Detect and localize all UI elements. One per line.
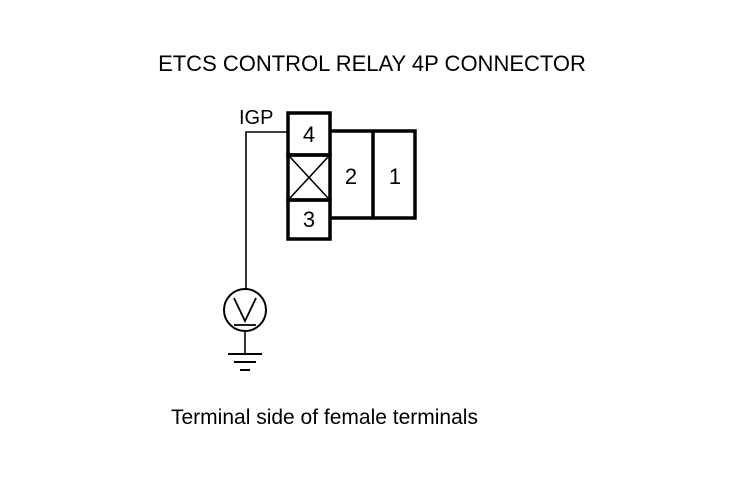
diagram-caption: Terminal side of female terminals xyxy=(171,406,478,429)
blank-terminal-cross-icon xyxy=(289,156,329,199)
test-lead-wire xyxy=(245,131,288,289)
voltmeter-icon xyxy=(223,288,267,332)
diagram-title: ETCS CONTROL RELAY 4P CONNECTOR xyxy=(158,51,586,76)
terminal-2-label: 2 xyxy=(345,164,357,189)
wire-label-igp: IGP xyxy=(239,107,273,129)
terminal-3-label: 3 xyxy=(303,207,315,232)
terminal-1-label: 1 xyxy=(389,164,401,189)
terminal-4-label: 4 xyxy=(303,122,315,147)
connector-housing xyxy=(286,111,417,241)
ground-icon xyxy=(228,353,262,371)
